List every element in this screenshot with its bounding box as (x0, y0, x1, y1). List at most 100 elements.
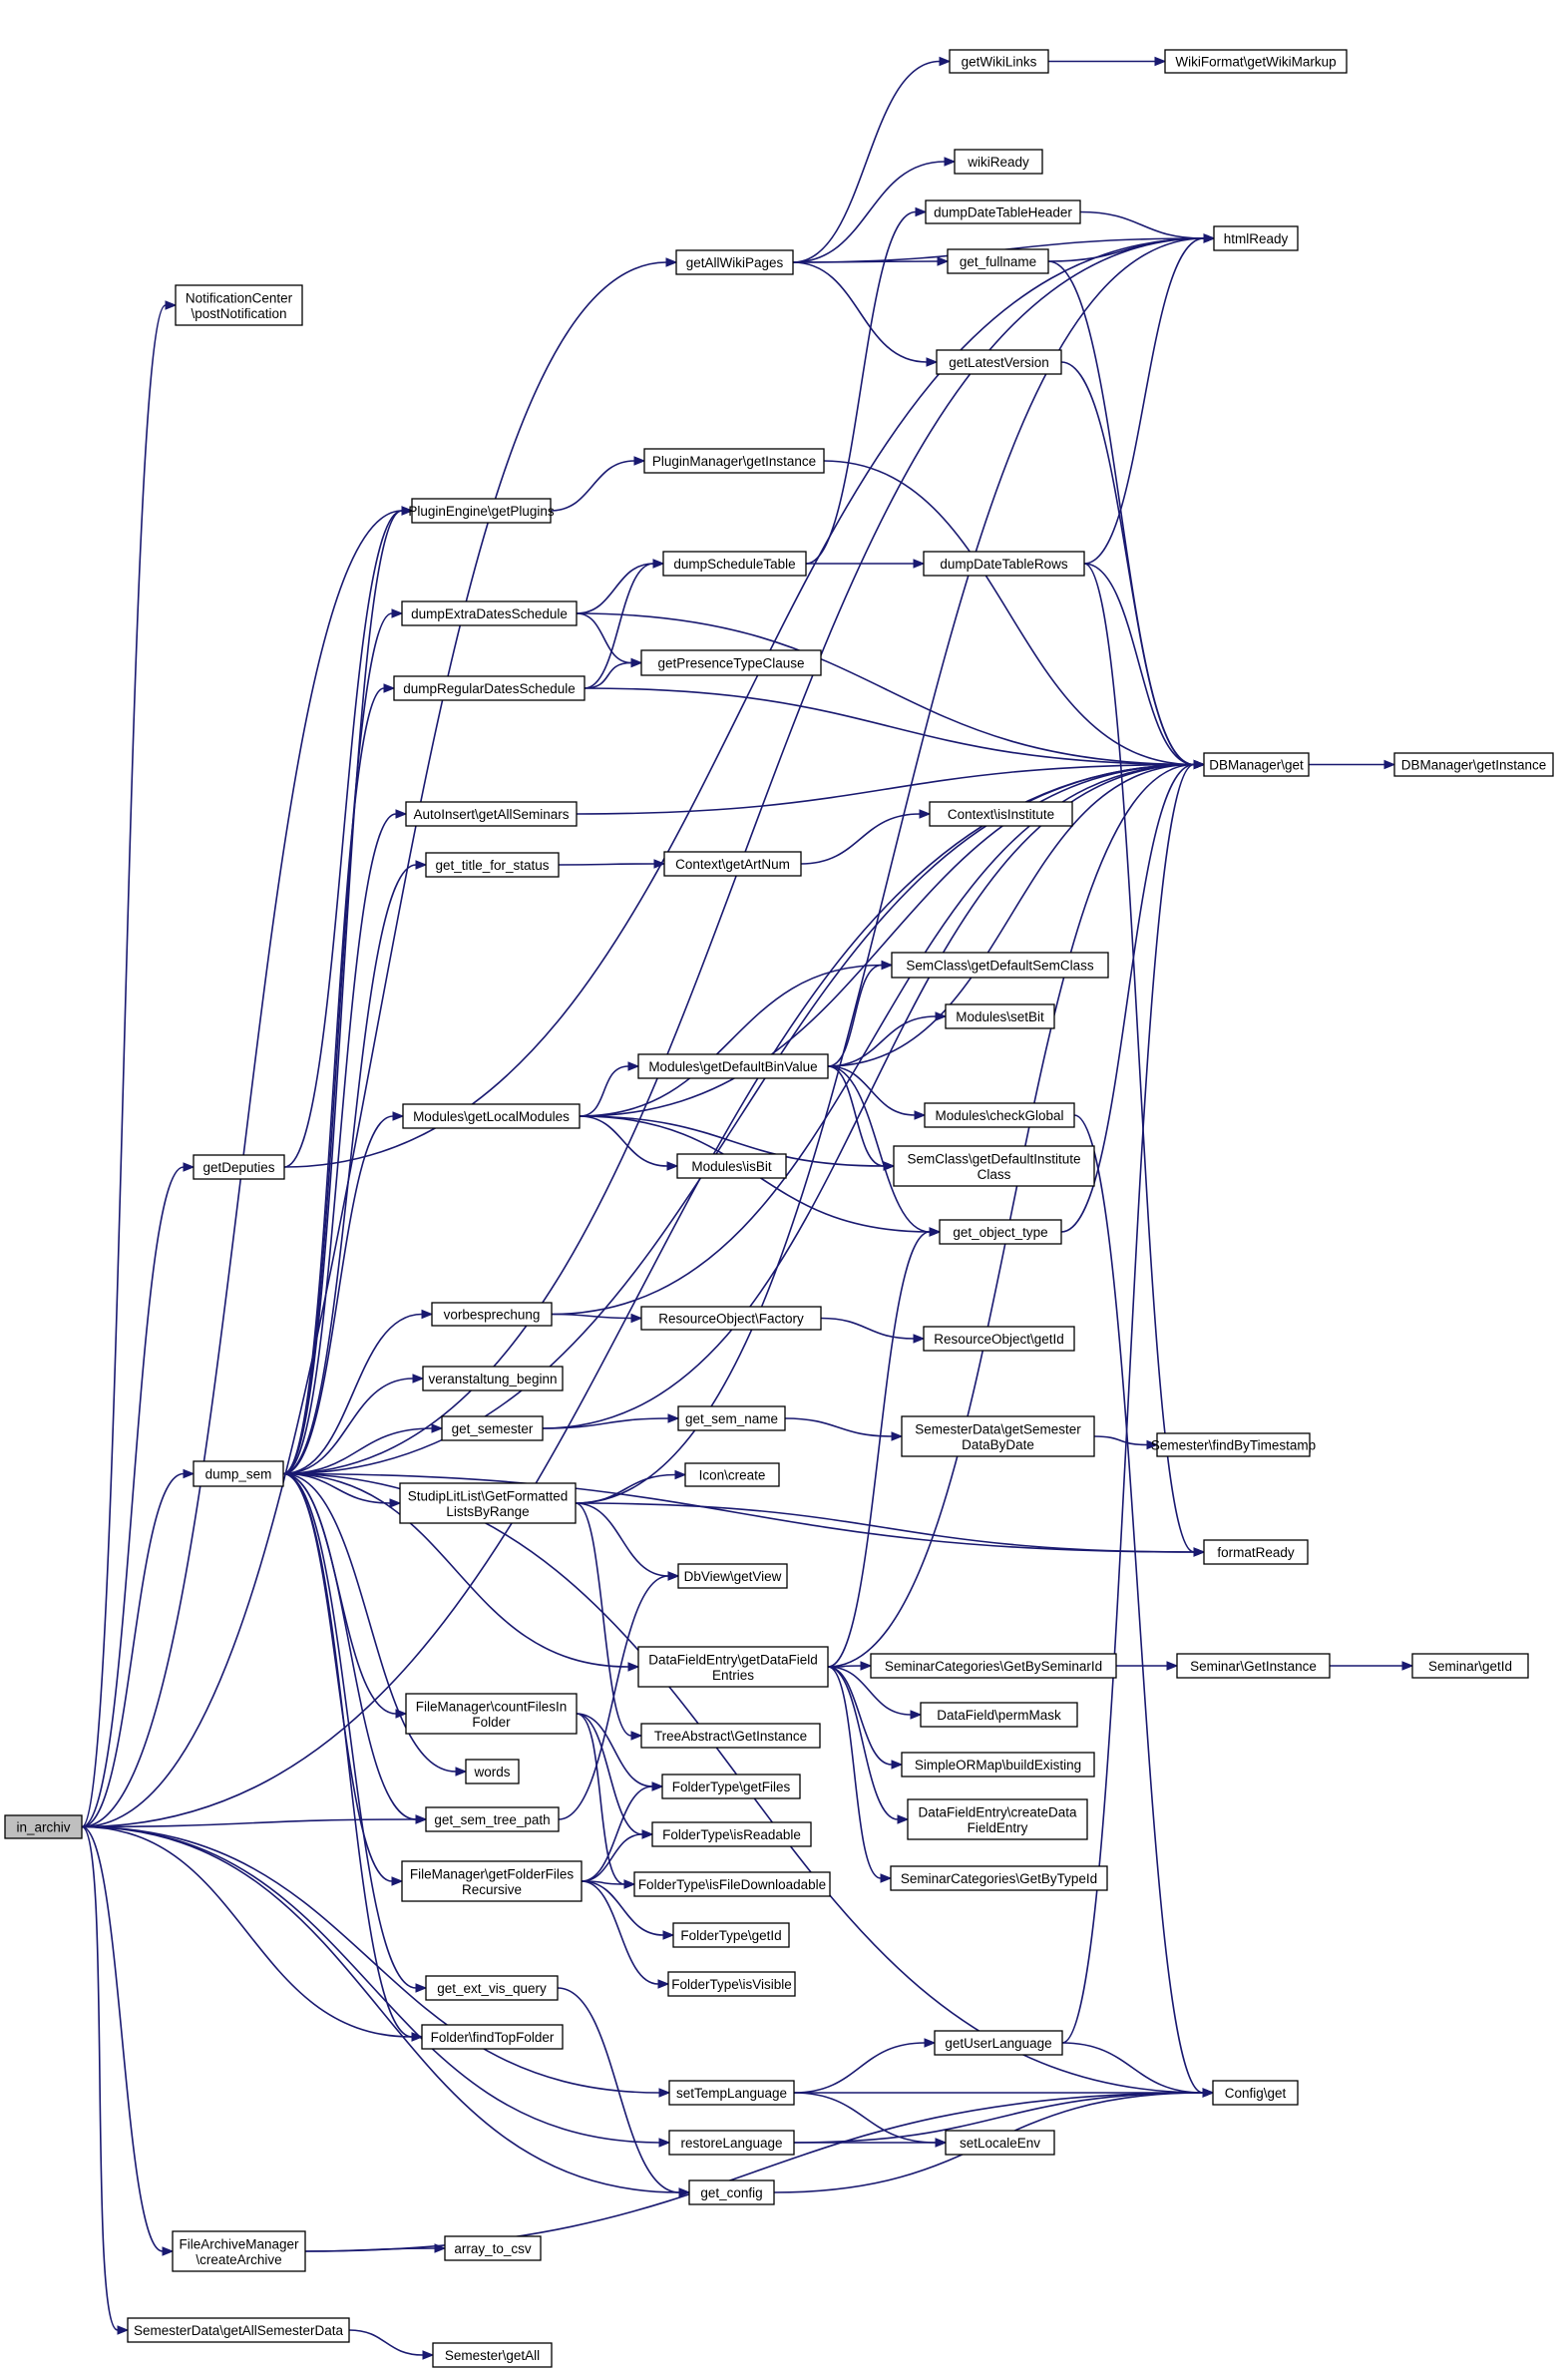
node-semester_findbytimestamp[interactable]: Semester\findByTimestamp (1151, 1432, 1316, 1457)
node-resourceobject_getid[interactable]: ResourceObject\getId (923, 1326, 1075, 1352)
node-box (949, 49, 1049, 74)
edge-line (823, 460, 1195, 766)
node-wikiready[interactable]: wikiReady (954, 149, 1043, 175)
node-words[interactable]: words (465, 1759, 520, 1784)
node-dump_sem[interactable]: dump_sem (193, 1460, 284, 1487)
node-get_fullname[interactable]: get_fullname (947, 248, 1049, 274)
node-seminarcategories_getbytypeid[interactable]: SeminarCategories\GetByTypeId (890, 1865, 1108, 1891)
edge-line (81, 261, 667, 1828)
node-modules_getdefaultbinvalue[interactable]: Modules\getDefaultBinValue (637, 1053, 829, 1079)
node-dumpdatetablerows[interactable]: dumpDateTableRows (923, 551, 1085, 577)
node-box (677, 1405, 786, 1431)
node-folder_findtopfolder[interactable]: Folder\findTopFolder (421, 2024, 564, 2050)
node-foldertype_isvisible[interactable]: FolderType\isVisible (667, 1971, 796, 1997)
edge-getuserlanguage-to-dbmanager_get (1061, 759, 1206, 2044)
edge-filemanager_getfolderfiles-to-foldertype_isreadable (581, 1829, 654, 1882)
node-pluginmanager[interactable]: PluginManager\getInstance (643, 448, 825, 474)
node-foldertype_getid[interactable]: FolderType\getId (672, 1922, 790, 1948)
node-getdeputies[interactable]: getDeputies (193, 1154, 285, 1180)
node-seminar_getinstance[interactable]: Seminar\GetInstance (1176, 1653, 1331, 1679)
node-dumpregulardates[interactable]: dumpRegularDatesSchedule (393, 675, 586, 701)
node-get_sem_name[interactable]: get_sem_name (677, 1405, 786, 1431)
node-modules_isbit[interactable]: Modules\isBit (676, 1153, 787, 1179)
node-getuserlanguage[interactable]: getUserLanguage (934, 2030, 1063, 2056)
node-label: restoreLanguage (680, 2136, 782, 2151)
node-wikiformat[interactable]: WikiFormat\getWikiMarkup (1164, 49, 1348, 74)
node-box (425, 852, 560, 878)
node-modules_checkglobal[interactable]: Modules\checkGlobal (924, 1102, 1075, 1128)
edge-arrowhead (165, 300, 178, 310)
node-resourceobject_factory[interactable]: ResourceObject\Factory (640, 1306, 822, 1331)
node-get_title_for_status[interactable]: get_title_for_status (425, 852, 560, 878)
node-label: AutoInsert\getAllSeminars (413, 807, 569, 822)
node-label: SimpleORMap\buildExisting (915, 1758, 1081, 1773)
node-icon_create[interactable]: Icon\create (684, 1462, 780, 1487)
node-box (640, 1306, 822, 1331)
node-autoinsert[interactable]: AutoInsert\getAllSeminars (405, 801, 578, 827)
node-dbview_getview[interactable]: DbView\getView (677, 1563, 788, 1589)
edge-arrowhead (630, 657, 643, 668)
node-get_sem_tree_path[interactable]: get_sem_tree_path (425, 1806, 560, 1832)
node-dumpscheduletable[interactable]: dumpScheduleTable (662, 551, 807, 577)
node-formatready[interactable]: formatReady (1203, 1539, 1309, 1565)
node-label: get_fullname (960, 254, 1036, 269)
node-get_ext_vis_query[interactable]: get_ext_vis_query (425, 1975, 559, 2001)
node-semester_getall[interactable]: Semester\getAll (432, 2342, 553, 2368)
node-foldertype_isfiledownloadable[interactable]: FolderType\isFileDownloadable (633, 1871, 831, 1897)
node-seminar_getid[interactable]: Seminar\getId (1411, 1653, 1529, 1679)
node-dumpextradates[interactable]: dumpExtraDatesSchedule (401, 600, 578, 626)
node-filearchivemanager[interactable]: FileArchiveManager\createArchive (172, 2230, 306, 2272)
node-context_isinstitute[interactable]: Context\isInstitute (929, 801, 1073, 827)
node-label: dumpExtraDatesSchedule (411, 606, 568, 621)
node-get_semester[interactable]: get_semester (441, 1415, 544, 1441)
node-label: get_config (700, 2185, 762, 2200)
edge-line (81, 1825, 164, 2252)
node-get_object_type[interactable]: get_object_type (939, 1219, 1062, 1245)
node-config_get[interactable]: Config\get (1212, 2080, 1299, 2106)
node-notificationcenter[interactable]: NotificationCenter\postNotification (175, 284, 303, 326)
node-semclass_getdefaultsemclass[interactable]: SemClass\getDefaultSemClass (891, 952, 1109, 979)
node-getlatestversion[interactable]: getLatestVersion (936, 349, 1062, 375)
edge-line (576, 612, 632, 664)
node-getpresencetype[interactable]: getPresenceTypeClause (640, 649, 822, 676)
edge-line (792, 161, 946, 263)
node-semesterdata_getall[interactable]: SemesterData\getAllSemesterData (127, 2317, 350, 2343)
node-veranstaltung_beginn[interactable]: veranstaltung_beginn (422, 1366, 564, 1391)
node-dbmanager_getinstance[interactable]: DBManager\getInstance (1393, 752, 1554, 777)
node-modules_getlocalmodules[interactable]: Modules\getLocalModules (402, 1103, 581, 1129)
edge-settemplanguage-to-getuserlanguage (793, 2038, 937, 2094)
node-label: SemClass\getDefaultSemClass (906, 959, 1094, 974)
edge-modules_getlocalmodules-to-modules_isbit (579, 1115, 679, 1171)
node-getwikilinks[interactable]: getWikiLinks (949, 49, 1049, 74)
node-seminarcategories_getbyseminarid[interactable]: SeminarCategories\GetBySeminarId (870, 1653, 1117, 1679)
node-pluginengine[interactable]: PluginEngine\getPlugins (408, 498, 555, 524)
node-context_getartnum[interactable]: Context\getArtNum (663, 851, 802, 877)
node-treeabstract_getinstance[interactable]: TreeAbstract\GetInstance (640, 1723, 821, 1749)
node-box (661, 1774, 801, 1799)
node-foldertype_getfiles[interactable]: FolderType\getFiles (661, 1774, 801, 1799)
node-htmlready[interactable]: htmlReady (1213, 225, 1299, 251)
node-restorelanguage[interactable]: restoreLanguage (668, 2130, 795, 2156)
node-setlocaleenv[interactable]: setLocaleEnv (945, 2130, 1055, 2156)
node-settemplanguage[interactable]: setTempLanguage (668, 2080, 795, 2106)
node-in_archiv[interactable]: in_archiv (4, 1814, 83, 1839)
node-get_config[interactable]: get_config (688, 2179, 775, 2205)
node-getallwikipages[interactable]: getAllWikiPages (675, 249, 794, 275)
node-modules_setbit[interactable]: Modules\setBit (945, 1003, 1055, 1029)
edge-in_archiv-to-get_sem_tree_path (81, 1814, 428, 1828)
node-vorbesprechung[interactable]: vorbesprechung (431, 1302, 553, 1327)
node-foldertype_isreadable[interactable]: FolderType\isReadable (651, 1821, 812, 1847)
node-datafield_permmask[interactable]: DataField\permMask (920, 1702, 1078, 1728)
edge-line (800, 813, 921, 865)
node-array_to_csv[interactable]: array_to_csv (444, 2235, 542, 2261)
node-dumpdatetableheader[interactable]: dumpDateTableHeader (925, 199, 1081, 224)
node-simpleormap_buildexisting[interactable]: SimpleORMap\buildExisting (901, 1752, 1095, 1778)
node-dbmanager_get[interactable]: DBManager\get (1203, 752, 1310, 777)
